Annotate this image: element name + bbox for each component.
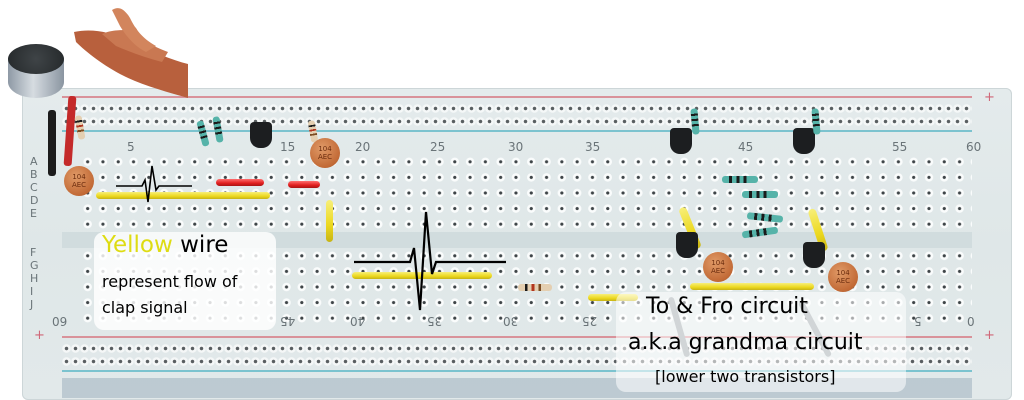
yellow-signal-wire — [96, 192, 270, 199]
capacitor-label: 104 — [72, 173, 86, 181]
row-label: C — [30, 181, 38, 194]
to-fro-title: To & Fro circuit — [646, 294, 808, 319]
to-fro-note-detail: [lower two transistors] — [655, 367, 836, 386]
column-number: 35 — [585, 140, 601, 154]
rail-blue-line — [62, 130, 972, 132]
signal-pulse-icon — [116, 165, 192, 203]
capacitor-label: 104 — [318, 145, 332, 153]
mic-lead-black — [48, 110, 56, 176]
column-number: 35 — [427, 314, 443, 328]
clapping-hands-icon — [74, 8, 188, 98]
rail-plus-sign: + — [984, 328, 995, 343]
yellow-wire-line-2: clap signal — [102, 298, 188, 317]
column-number: 5 — [127, 140, 135, 154]
wire-word: wire — [180, 232, 229, 258]
to-fro-subtitle: a.k.a grandma circuit — [628, 330, 863, 355]
rail-red-line — [62, 336, 972, 338]
yellow-signal-wire — [690, 283, 814, 290]
breadboard: + 5 15 20 25 30 35 45 55 60 A B C D E F … — [22, 88, 1012, 400]
column-number: 40 — [350, 314, 366, 328]
row-label: E — [30, 207, 37, 220]
yellow-wire-line-1: represent flow of — [102, 272, 238, 291]
row-label: D — [30, 194, 39, 207]
yellow-wire-note — [94, 232, 276, 330]
red-jumper-wire — [288, 181, 320, 188]
yellow-wire-title: Yellow wire — [102, 232, 228, 258]
column-number: 20 — [355, 140, 371, 154]
column-number: 25 — [430, 140, 446, 154]
column-number: 45 — [738, 140, 754, 154]
rail-red-line — [62, 96, 972, 98]
column-number: 5 — [914, 314, 922, 328]
transistor — [803, 242, 825, 268]
capacitor-label: AEC — [835, 277, 851, 285]
row-label: I — [30, 285, 34, 298]
to-fro-note — [616, 292, 906, 392]
ceramic-capacitor: 104 AEC — [64, 166, 94, 196]
row-label: F — [30, 246, 37, 259]
resistor — [722, 176, 758, 183]
resistor — [742, 191, 778, 198]
column-number: 30 — [508, 140, 524, 154]
electret-microphone-icon — [8, 44, 64, 114]
column-number: 25 — [582, 314, 598, 328]
column-number: 60 — [52, 314, 68, 328]
yellow-signal-wire — [326, 200, 333, 242]
column-number: 0 — [967, 314, 975, 328]
transistor — [670, 128, 692, 154]
transistor — [676, 232, 698, 258]
column-number: 60 — [966, 140, 982, 154]
row-label: G — [30, 259, 39, 272]
rail-blue-line — [62, 370, 972, 372]
capacitor-label: AEC — [71, 181, 87, 189]
mic-face — [8, 44, 64, 74]
capacitor-label: 104 — [711, 259, 725, 267]
ceramic-capacitor: 104 AEC — [703, 252, 733, 282]
rail-plus-sign: + — [984, 90, 995, 105]
capacitor-label: 104 — [836, 269, 850, 277]
capacitor-label: AEC — [317, 153, 333, 161]
ceramic-capacitor: 104 AEC — [310, 138, 340, 168]
transistor — [250, 122, 272, 148]
resistor — [518, 284, 552, 291]
red-jumper-wire — [216, 179, 264, 186]
capacitor-label: AEC — [710, 267, 726, 275]
column-number: 55 — [892, 140, 908, 154]
row-label: B — [30, 168, 38, 181]
column-number: 15 — [280, 140, 296, 154]
ceramic-capacitor: 104 AEC — [828, 262, 858, 292]
transistor — [793, 128, 815, 154]
row-label: H — [30, 272, 39, 285]
row-label: J — [30, 298, 34, 311]
row-label: A — [30, 155, 38, 168]
column-number: 45 — [280, 314, 296, 328]
yellow-signal-wire — [588, 294, 638, 301]
rail-plus-sign: + — [34, 328, 45, 343]
signal-pulse-icon — [354, 211, 506, 311]
yellow-highlight-word: Yellow — [102, 232, 173, 258]
column-number: 30 — [503, 314, 519, 328]
